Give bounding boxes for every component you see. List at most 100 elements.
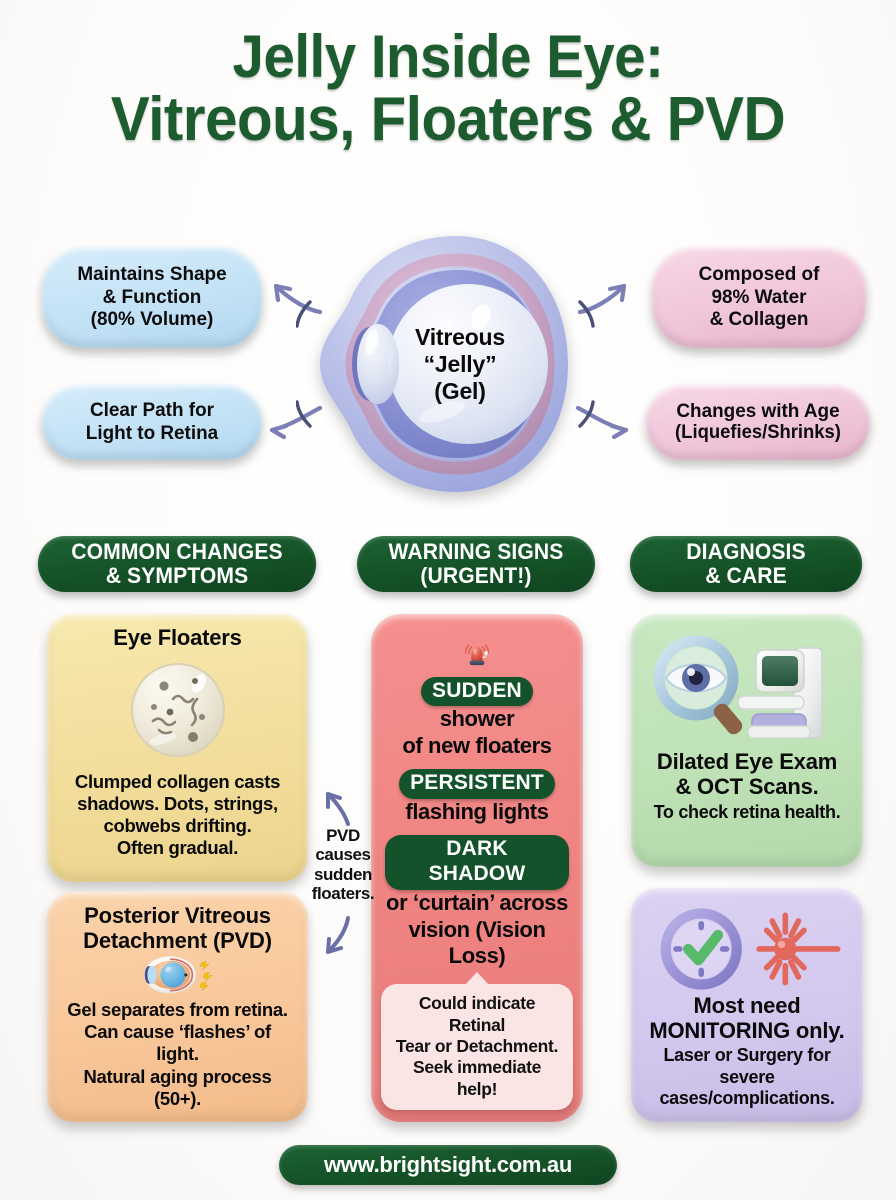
- warning-sign-1-rest: shower: [439, 706, 515, 732]
- arrow-up-to-floaters: [326, 792, 350, 826]
- vitreous-label-line2: “Jelly”: [423, 351, 497, 378]
- hdr-common-line2: & SYMPTOMS: [105, 563, 249, 588]
- note-maintains-shape-line3: (80% Volume): [90, 308, 214, 331]
- note-maintains-shape: Maintains Shape & Function (80% Volume): [41, 246, 263, 348]
- arrow-to-clear-path: [269, 405, 323, 440]
- warning-sign-1: SUDDEN shower of new floaters: [385, 676, 569, 760]
- vitreous-label-line1: Vitreous: [414, 324, 505, 350]
- laser-core: [774, 937, 797, 961]
- optic-detail-top-left: [295, 300, 312, 328]
- bubble-line3: Seek immediate help!: [412, 1057, 542, 1099]
- optic-detail-bottom-left: [295, 400, 312, 428]
- gel-highlight: [471, 304, 491, 330]
- card-pvd-title: Posterior Vitreous Detachment (PVD): [83, 903, 272, 953]
- connector-line3: sudden: [313, 864, 373, 884]
- warning-keyword-sudden: SUDDEN: [421, 676, 533, 707]
- connector-text: PVD causes sudden floaters.: [310, 826, 376, 904]
- note-composed-line2: 98% Water: [711, 285, 807, 308]
- card-eye-floaters: Eye Floaters Clumped co: [47, 614, 308, 882]
- section-header-common-changes: COMMON CHANGES & SYMPTOMS: [37, 536, 317, 592]
- eye-diagram-svg: [295, 236, 595, 492]
- warning-sign-2: PERSISTENT flashing lights: [399, 769, 555, 825]
- note-clear-path-line2: Light to Retina: [85, 422, 219, 444]
- note-composed-of-water: Composed of 98% Water & Collagen: [651, 246, 867, 348]
- gel-highlight-low: [419, 401, 465, 423]
- note-age-line1: Changes with Age: [676, 399, 840, 422]
- bubble-line1: Could indicate Retinal: [418, 993, 536, 1035]
- card-diagnosis-care: Dilated Eye Exam & OCT Scans. To check r…: [631, 614, 863, 867]
- arrow-to-changes-with-age: [575, 405, 629, 440]
- title-line-2: Vitreous, Floaters & PVD: [110, 84, 786, 154]
- note-composed-line3: & Collagen: [709, 308, 809, 331]
- monitor-body-line1: Most need: [693, 992, 801, 1018]
- hdr-common-line1: COMMON CHANGES: [71, 539, 283, 565]
- monitoring-icons: [660, 908, 841, 990]
- connector-pvd-causes-floaters: PVD causes sudden floaters.: [310, 790, 376, 960]
- card-eye-floaters-body: Clumped collagen casts shadows. Dots, st…: [75, 771, 280, 860]
- laser-icon: [756, 912, 841, 986]
- page-title: Jelly Inside Eye: Vitreous, Floaters & P…: [0, 26, 896, 152]
- warning-sign-2-line2: flashing lights: [405, 798, 549, 824]
- warning-keyword-persistent: PERSISTENT: [399, 769, 555, 799]
- pvd-body-line2: Can cause ‘flashes’ of light.: [84, 1021, 271, 1065]
- section-header-diagnosis-care: DIAGNOSIS & CARE: [629, 536, 863, 592]
- warning-sign-3-line2: or ‘curtain’ across: [386, 889, 568, 915]
- warning-callout-bubble: Could indicate Retinal Tear or Detachmen…: [381, 984, 573, 1110]
- note-age-line2: (Liquefies/Shrinks): [675, 422, 841, 444]
- siren-alarm-icon: [465, 644, 489, 666]
- monitor-body-line4: severe: [719, 1066, 775, 1087]
- floaters-illustration-icon: [130, 662, 225, 757]
- footer-website-badge[interactable]: www.brightsight.com.au: [279, 1145, 617, 1185]
- card-pvd-body: Gel separates from retina. Can cause ‘fl…: [61, 999, 294, 1110]
- optic-detail-top-right: [578, 300, 595, 328]
- note-maintains-shape-line2: & Function: [102, 285, 202, 308]
- bubble-line2: Tear or Detachment.: [395, 1035, 559, 1056]
- oct-scanner-icon: [737, 647, 823, 739]
- monitor-body-line5: cases/complications.: [659, 1088, 835, 1109]
- title-line-1: Jelly Inside Eye:: [232, 23, 664, 90]
- connector-line4: floaters.: [311, 884, 375, 904]
- card-monitoring: Most need MONITORING only. Laser or Surg…: [631, 888, 863, 1122]
- vitreous-label-line3: (Gel): [434, 378, 486, 405]
- warning-sign-1-line2: of new floaters: [402, 733, 552, 759]
- arrow-to-maintains-shape: [273, 283, 323, 315]
- pvd-title-line2: Detachment (PVD): [83, 927, 272, 953]
- clock-check-icon: [660, 908, 742, 990]
- vitreous-gel-label: Vitreous “Jelly” (Gel): [310, 324, 610, 405]
- pvd-body-line3: Natural aging process (50+).: [83, 1065, 272, 1109]
- arrow-to-composed-of: [577, 283, 627, 315]
- pvd-eye-icon: [143, 956, 213, 994]
- note-clear-path-line1: Clear Path for: [89, 399, 215, 422]
- footer-url: www.brightsight.com.au: [323, 1152, 573, 1177]
- monitor-body-line2: MONITORING only.: [649, 1017, 845, 1043]
- section-header-warning-signs: WARNING SIGNS (URGENT!): [356, 536, 596, 592]
- floaters-body-line1: Clumped collagen casts: [74, 770, 281, 792]
- diag-body-line2: & OCT Scans.: [675, 773, 819, 799]
- card-monitoring-body: Laser or Surgery for severe cases/compli…: [659, 1045, 834, 1110]
- note-composed-line1: Composed of: [698, 263, 820, 286]
- warning-keyword-dark-shadow: DARK SHADOW: [385, 834, 569, 890]
- card-posterior-vitreous-detachment: Posterior Vitreous Detachment (PVD): [47, 892, 308, 1122]
- diagnosis-icons: [653, 635, 823, 739]
- choroid-retina-ring: [345, 253, 555, 475]
- card-warning-signs: SUDDEN shower of new floaters PERSISTENT…: [371, 614, 583, 1122]
- note-maintains-shape-line1: Maintains Shape: [77, 263, 227, 286]
- floaters-body-line4: Often gradual.: [116, 837, 239, 859]
- magnifier-eye-icon: [653, 635, 743, 735]
- note-changes-with-age: Changes with Age (Liquefies/Shrinks): [645, 384, 871, 460]
- card-diagnosis-title: Dilated Eye Exam & OCT Scans.: [657, 749, 837, 799]
- card-eye-floaters-title: Eye Floaters: [113, 625, 242, 650]
- hdr-diag-line1: DIAGNOSIS: [686, 539, 806, 565]
- warning-sign-3-line3: vision (Vision Loss): [408, 916, 546, 969]
- hdr-warn-line2: (URGENT!): [420, 563, 532, 588]
- note-clear-path: Clear Path for Light to Retina: [41, 384, 263, 460]
- monitor-body-line3: Laser or Surgery for: [663, 1045, 831, 1066]
- floaters-body-line2: shadows. Dots, strings,: [77, 792, 278, 814]
- card-monitoring-title: Most need MONITORING only.: [649, 992, 845, 1043]
- vitreous-gel-sphere: [388, 284, 548, 444]
- pvd-body-line1: Gel separates from retina.: [67, 999, 288, 1021]
- floaters-body-line3: cobwebs drifting.: [103, 815, 252, 836]
- connector-line2: causes: [315, 845, 371, 865]
- eye-cross-section-illustration: Vitreous “Jelly” (Gel): [295, 214, 596, 514]
